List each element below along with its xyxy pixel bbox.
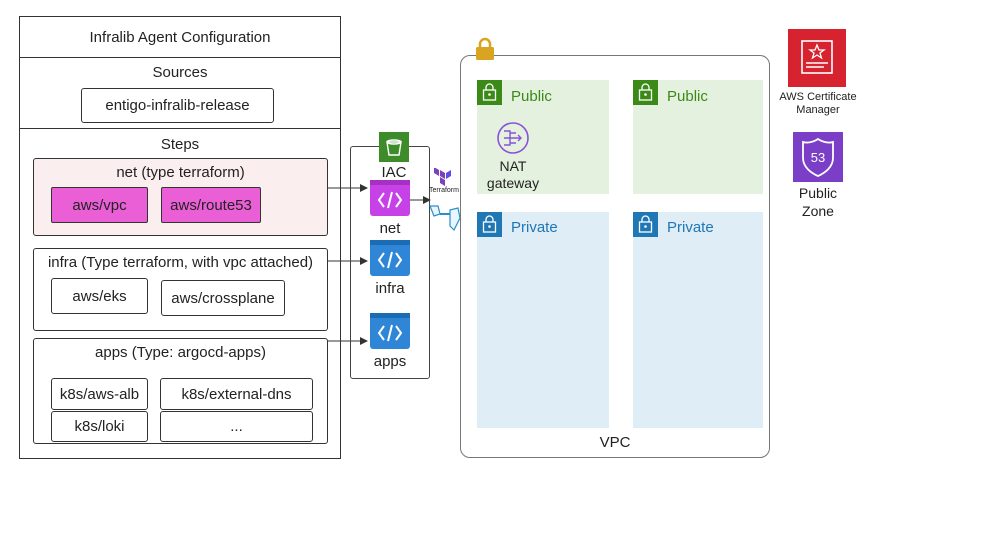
lock-icon — [474, 37, 496, 61]
public-subnet-2-label: Public — [667, 88, 708, 105]
iac-item-net: net — [379, 219, 401, 237]
steps-section: Steps net (type terraform) aws/vpc aws/r… — [19, 128, 341, 459]
terraform-icon — [433, 168, 453, 188]
private-subnet-1-label: Private — [511, 219, 558, 236]
nat-gateway-label-1: NAT — [499, 158, 527, 174]
public-subnet-1: Public NAT gateway — [477, 80, 609, 194]
acm-label-2: Manager — [796, 104, 840, 116]
module-k8s-aws-alb: k8s/aws-alb — [51, 378, 148, 410]
iac-title: IAC — [381, 163, 407, 181]
module-more: ... — [160, 411, 313, 442]
steps-title: Steps — [160, 135, 200, 153]
public-zone-label-2: Zone — [802, 203, 834, 219]
public-subnet-1-icon — [477, 80, 502, 105]
module-k8s-loki: k8s/loki — [51, 411, 148, 442]
code-icon-infra — [370, 240, 410, 276]
config-title: Infralib Agent Configuration — [19, 16, 341, 58]
route53-badge: 53 — [811, 150, 825, 165]
nat-gateway-icon — [496, 121, 530, 155]
acm-label-1: AWS Certificate — [779, 91, 857, 103]
public-subnet-2-icon — [633, 80, 658, 105]
acm-icon — [788, 29, 846, 87]
config-panel: Infralib Agent Configuration Sources ent… — [19, 16, 341, 459]
connector-plug-icon — [428, 202, 464, 232]
sources-title: Sources — [152, 63, 208, 81]
iac-item-apps: apps — [373, 352, 407, 370]
route53-zone-icon: 53 — [793, 132, 843, 182]
vpc-label: VPC — [599, 433, 631, 451]
module-aws-vpc: aws/vpc — [51, 187, 148, 223]
private-subnet-1: Private — [477, 212, 609, 428]
module-k8s-external-dns: k8s/external-dns — [160, 378, 313, 410]
source-item: entigo-infralib-release — [81, 88, 274, 123]
public-subnet-1-label: Public — [511, 88, 552, 105]
private-subnet-2-icon — [633, 212, 658, 237]
public-zone-label-1: Public — [798, 185, 838, 201]
code-icon-net — [370, 180, 410, 216]
step-net: net (type terraform) aws/vpc aws/route53 — [33, 158, 328, 236]
public-subnet-2: Public — [633, 80, 763, 194]
step-apps: apps (Type: argocd-apps) k8s/aws-alb k8s… — [33, 338, 328, 444]
sources-section: Sources entigo-infralib-release — [19, 57, 341, 129]
step-infra: infra (Type terraform, with vpc attached… — [33, 248, 328, 331]
private-subnet-2-label: Private — [667, 219, 714, 236]
terraform-label: Terraform — [429, 187, 459, 194]
step-net-title: net (type terraform) — [116, 163, 245, 181]
code-icon-apps — [370, 313, 410, 349]
module-aws-eks: aws/eks — [51, 278, 148, 314]
step-apps-title: apps (Type: argocd-apps) — [95, 343, 266, 361]
step-infra-title: infra (Type terraform, with vpc attached… — [47, 253, 314, 271]
module-aws-route53: aws/route53 — [161, 187, 261, 223]
s3-bucket-icon — [379, 132, 409, 162]
iac-item-infra: infra — [375, 279, 405, 297]
private-subnet-2: Private — [633, 212, 763, 428]
private-subnet-1-icon — [477, 212, 502, 237]
nat-gateway-label-2: gateway — [486, 175, 540, 191]
module-aws-crossplane: aws/crossplane — [161, 280, 285, 316]
